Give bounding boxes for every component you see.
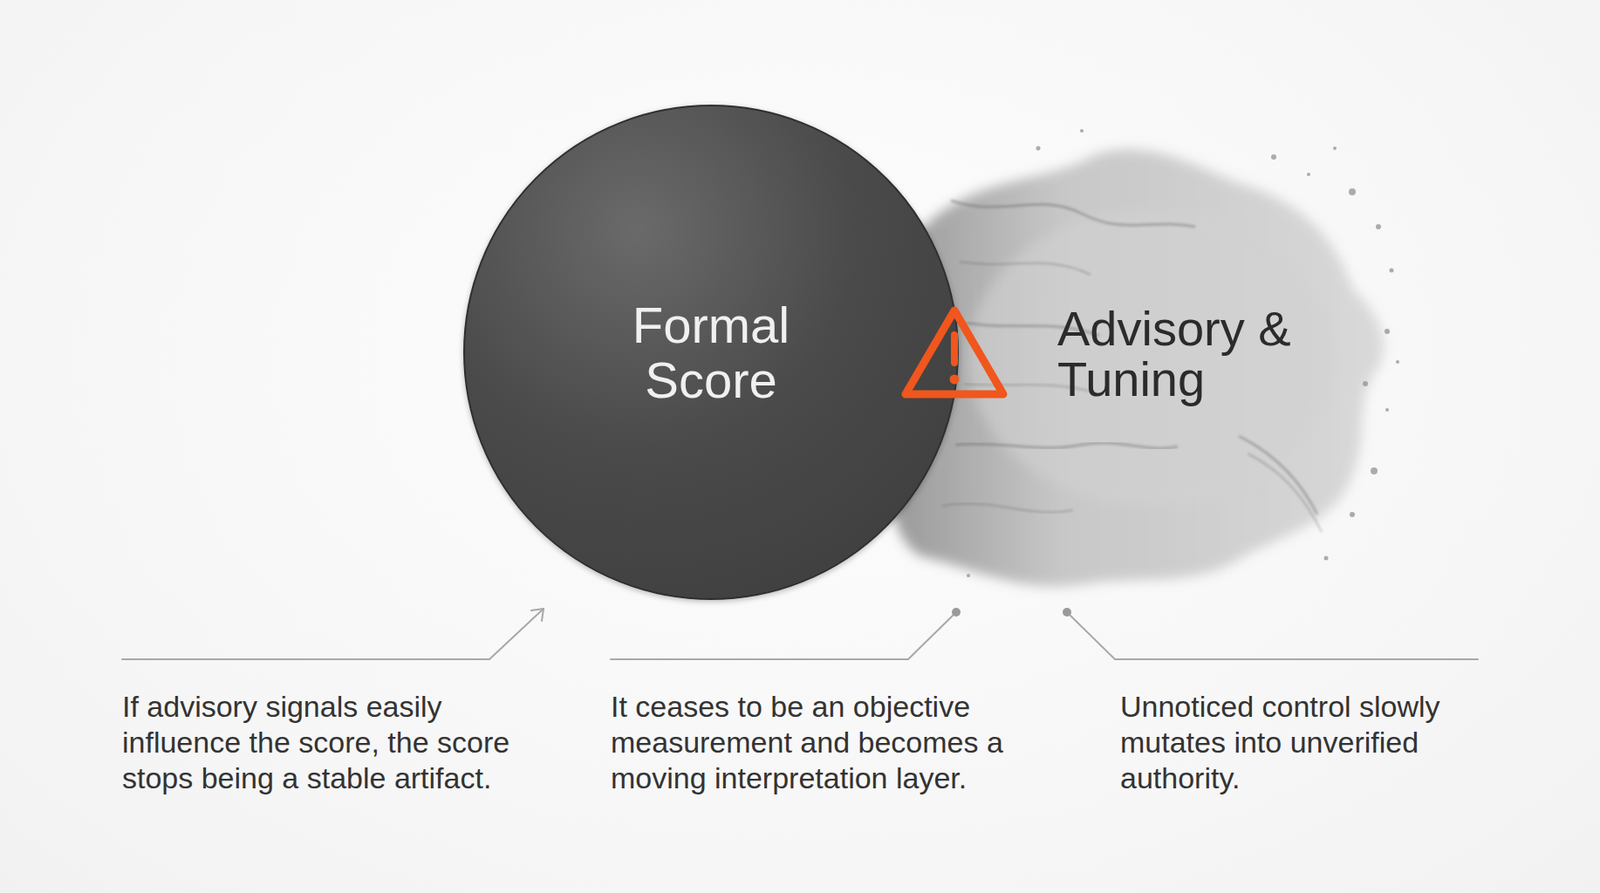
caption-note: If advisory signals easily influence the… — [122, 689, 541, 797]
leader-arrowhead — [531, 608, 544, 622]
leader-dot — [1062, 608, 1072, 617]
score-circle: Formal Score — [463, 104, 959, 601]
leader-dot — [951, 608, 961, 617]
leader-line — [1066, 612, 1478, 660]
node-label: Formal Score — [580, 297, 842, 408]
caption-note: Unnoticed control slowly mutates into un… — [1120, 689, 1505, 797]
node-label: Advisory & Tuning — [1057, 303, 1293, 405]
caption-note: It ceases to be an objective measurement… — [610, 689, 1074, 797]
leader-line — [610, 612, 957, 660]
leader-line — [122, 608, 544, 660]
